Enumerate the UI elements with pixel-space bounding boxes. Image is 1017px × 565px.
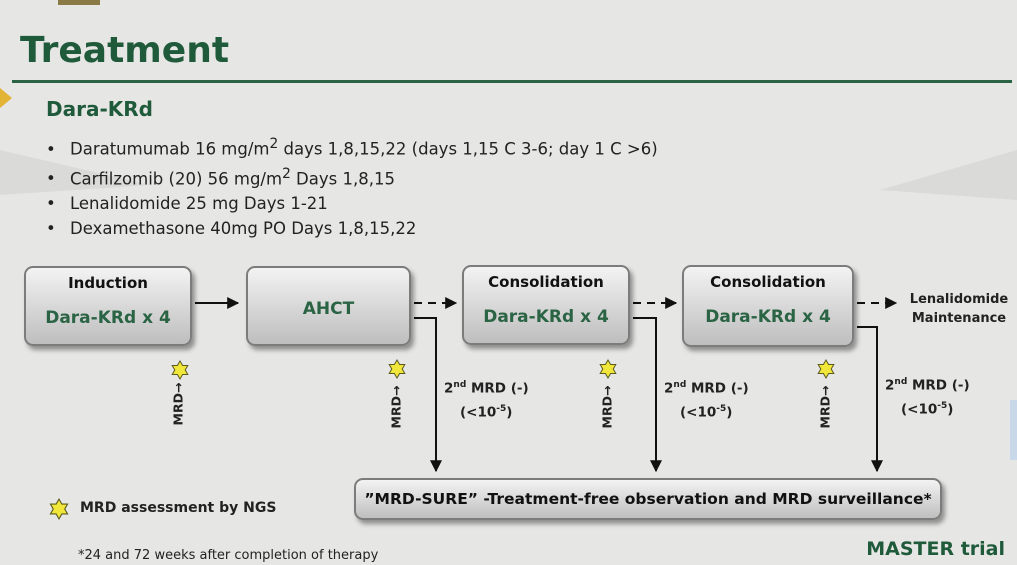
maintenance-label: Lenalidomide Maintenance — [909, 292, 1009, 326]
ahct-box: AHCT — [246, 266, 411, 346]
mrd-timepoint-label: MRD→ — [817, 385, 833, 429]
induction-box: Induction Dara-KRd x 4 — [24, 266, 192, 346]
box-regimen: Dara-KRd x 4 — [483, 307, 609, 327]
six-point-star-icon — [599, 359, 617, 379]
mrd-sure-observation-box: ”MRD-SURE” -Treatment-free observation a… — [354, 478, 942, 520]
title-divider — [12, 80, 1012, 83]
arrow-down-icon — [633, 317, 662, 473]
slide-title: Treatment — [20, 30, 230, 71]
mrd-timepoint-label: MRD→ — [599, 385, 615, 429]
footnote: *24 and 72 weeks after completion of the… — [78, 548, 379, 563]
six-point-star-icon — [171, 360, 189, 380]
arrow-down-icon — [414, 317, 442, 473]
six-point-star-icon — [49, 498, 69, 520]
drug-item: Dexamethasone 40mg PO Days 1,8,15,22 — [46, 216, 658, 241]
arrow-down-icon — [857, 326, 883, 473]
regimen-drug-list: Daratumumab 16 mg/m2 days 1,8,15,22 (day… — [46, 132, 658, 241]
consolidation-box-2: Consolidation Dara-KRd x 4 — [682, 265, 854, 347]
regimen-subtitle: Dara-KRd — [46, 97, 153, 121]
box-caption: Induction — [68, 274, 148, 292]
consolidation-box-1: Consolidation Dara-KRd x 4 — [462, 265, 630, 345]
trial-name: MASTER trial — [866, 538, 1005, 560]
mrd-timepoint-label: MRD→ — [170, 382, 186, 426]
legend-label: MRD assessment by NGS — [80, 500, 277, 516]
mrd-negative-label: 2nd MRD (-) (<10-5) — [444, 380, 529, 420]
box-caption: Consolidation — [488, 273, 604, 291]
box-regimen: Dara-KRd x 4 — [45, 308, 171, 328]
mrd-timepoint-label: MRD→ — [388, 385, 404, 429]
drug-item: Daratumumab 16 mg/m2 days 1,8,15,22 (day… — [46, 132, 658, 162]
six-point-star-icon — [388, 359, 406, 379]
mrd-negative-label: 2nd MRD (-) (<10-5) — [664, 380, 749, 420]
mrd-negative-label: 2nd MRD (-) (<10-5) — [885, 377, 970, 417]
box-caption: Consolidation — [710, 273, 826, 291]
drug-item: Carfilzomib (20) 56 mg/m2 Days 1,8,15 — [46, 162, 658, 192]
drug-item: Lenalidomide 25 mg Days 1-21 — [46, 191, 658, 216]
box-regimen: AHCT — [302, 299, 355, 319]
box-regimen: Dara-KRd x 4 — [705, 307, 831, 327]
six-point-star-icon — [817, 359, 835, 379]
